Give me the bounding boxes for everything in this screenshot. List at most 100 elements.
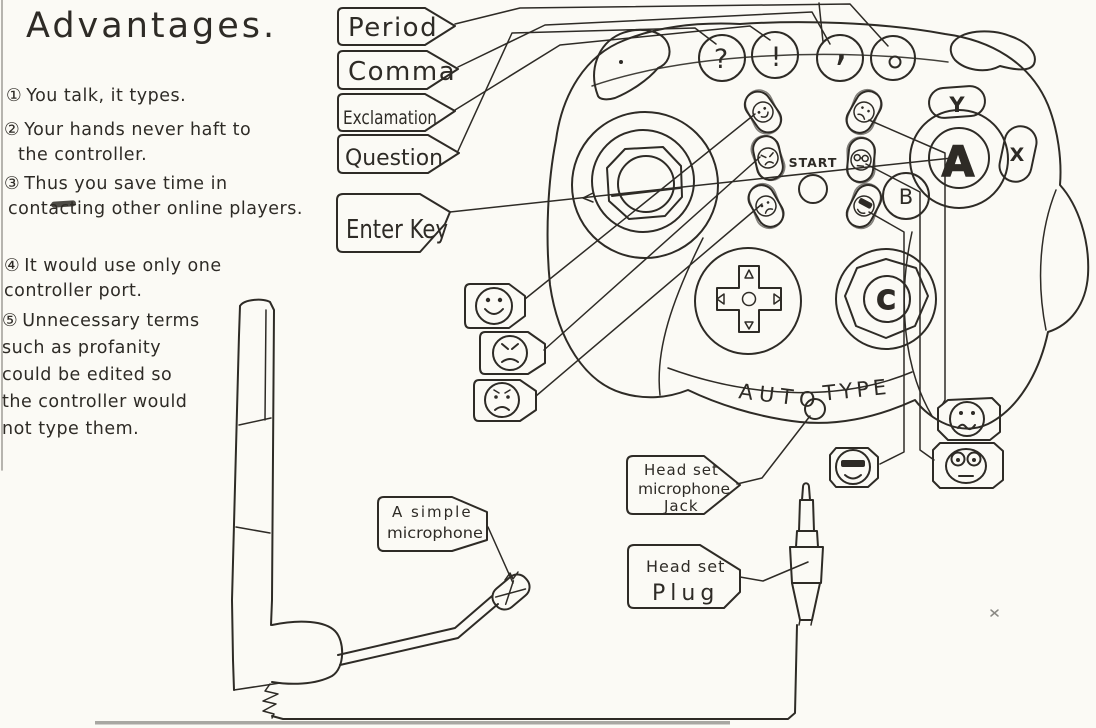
confused-bean-button: [845, 88, 883, 136]
start-label: START: [789, 155, 838, 170]
headset-plug-tag: Head set Plug: [627, 544, 741, 609]
question-mark-glyph: ?: [714, 44, 728, 75]
face-buttons: A Y X B: [882, 85, 1038, 220]
item-4-number: ④: [4, 256, 21, 276]
angry-bean-button: [750, 134, 786, 182]
comma-glyph: ,: [834, 20, 848, 71]
confused-face-tag: [937, 397, 1001, 441]
page-title: Advantages.: [26, 6, 278, 46]
emoji-bean-buttons-left: [743, 89, 786, 230]
item-2-number: ②: [4, 120, 21, 140]
comma-button: [816, 34, 864, 82]
exclamation-glyph: !: [771, 42, 782, 73]
sad-face-icon: [484, 382, 520, 418]
headset-jack-line2: microphone: [638, 480, 730, 498]
headset-plug-line1: Head set: [646, 557, 725, 576]
angry-face-tag: [479, 331, 546, 375]
y-button-label: Y: [948, 93, 965, 117]
surprised-face-tag: [932, 442, 1004, 489]
item-5-line5: not type them.: [2, 419, 140, 439]
microphone-drawing: [231, 298, 798, 720]
tag-exclamation-label: Exclamation: [343, 107, 437, 129]
item-5-line4: the controller would: [2, 392, 188, 412]
b-button-label: B: [899, 185, 913, 209]
dpad-up-icon: [744, 269, 754, 279]
headset-plug-drawing: [789, 482, 824, 626]
microphone-base: [271, 620, 344, 685]
cable-strain-relief: [262, 683, 279, 719]
tag-comma-label: Comma: [348, 57, 456, 87]
type-word: TYPE: [821, 375, 892, 406]
item-3-line2: contacting other online players.: [8, 199, 303, 219]
happy-face-icon: [475, 287, 513, 325]
dpad-left-icon: [716, 293, 725, 305]
tag-enter-key-label: Enter Key: [346, 215, 448, 245]
happy-bean-button: [743, 89, 783, 135]
headset-plug-line2: Plug: [652, 581, 719, 606]
tag-comma: [337, 50, 459, 90]
headset-jack-tag: Head set microphone Jack: [626, 455, 741, 515]
angry-face-icon: [492, 335, 528, 371]
exclamation-button: [751, 31, 799, 79]
glasses-bean-button: [846, 136, 876, 184]
item-4-line2: controller port.: [4, 281, 143, 301]
microphone-line2: microphone: [387, 524, 483, 542]
period-button: [870, 35, 916, 81]
microphone-head: [491, 573, 531, 611]
x-button-label: X: [1010, 144, 1025, 166]
key-tags: Period Comma Exclamation Question Enter …: [336, 7, 460, 253]
left-shoulder: [593, 28, 671, 101]
x-button: [998, 125, 1038, 183]
emoji-connector-lines: [524, 113, 946, 465]
headset-jack-line3: Jack: [663, 497, 699, 515]
b-button: [882, 172, 930, 220]
c-button-label: C: [876, 286, 895, 316]
item-3-line1: Thus you save time in: [24, 174, 228, 194]
dpad-right-icon: [773, 293, 782, 305]
happy-face-tag: [464, 283, 526, 329]
right-shoulder: [949, 30, 1036, 72]
sad-bean-button: [747, 182, 785, 230]
sad-face-tag: [473, 379, 537, 422]
start-button: START: [789, 155, 838, 204]
microphone-tag: A simple microphone: [377, 496, 488, 552]
tag-exclamation: [337, 93, 456, 132]
period-dot-icon: [888, 55, 902, 69]
sunglasses-face-tag: [829, 447, 879, 488]
analog-stick: [571, 111, 719, 259]
surprised-face-icon: [945, 448, 987, 484]
emoji-bean-buttons-right: [845, 88, 883, 230]
enter-key-arrow: [582, 192, 594, 203]
tag-enter-key: [336, 193, 451, 253]
microphone-head-clip: [504, 571, 519, 581]
item-2-line1: Your hands never haft to: [24, 120, 252, 140]
y-button: [928, 85, 986, 119]
plug-body: [789, 546, 824, 584]
c-button-area: C: [835, 248, 937, 350]
tag-period: [337, 7, 456, 46]
microphone-jack-hole: [804, 398, 826, 420]
item-2-line2: the controller.: [18, 145, 148, 165]
microphone-arm: [337, 595, 499, 666]
item-1-number: ①: [6, 86, 23, 106]
item-5-line3: could be edited so: [2, 365, 173, 385]
confused-face-icon: [949, 401, 985, 437]
question-line: [457, 27, 717, 152]
tag-question: [337, 134, 460, 174]
item-4-line1: It would use only one: [24, 256, 222, 276]
sunglasses-face-icon: [835, 449, 871, 485]
enter-key-overdraw: [611, 187, 681, 197]
item-5-number: ⑤: [2, 311, 19, 331]
auto-type-area: AUTO TYPE: [737, 375, 892, 420]
plug-tip: [801, 482, 811, 501]
a-button-ring: [909, 109, 1009, 209]
sunglasses-bean-button: [845, 182, 883, 230]
item-1-text: You talk, it types.: [26, 86, 187, 106]
emoji-tags-left: [464, 283, 546, 422]
